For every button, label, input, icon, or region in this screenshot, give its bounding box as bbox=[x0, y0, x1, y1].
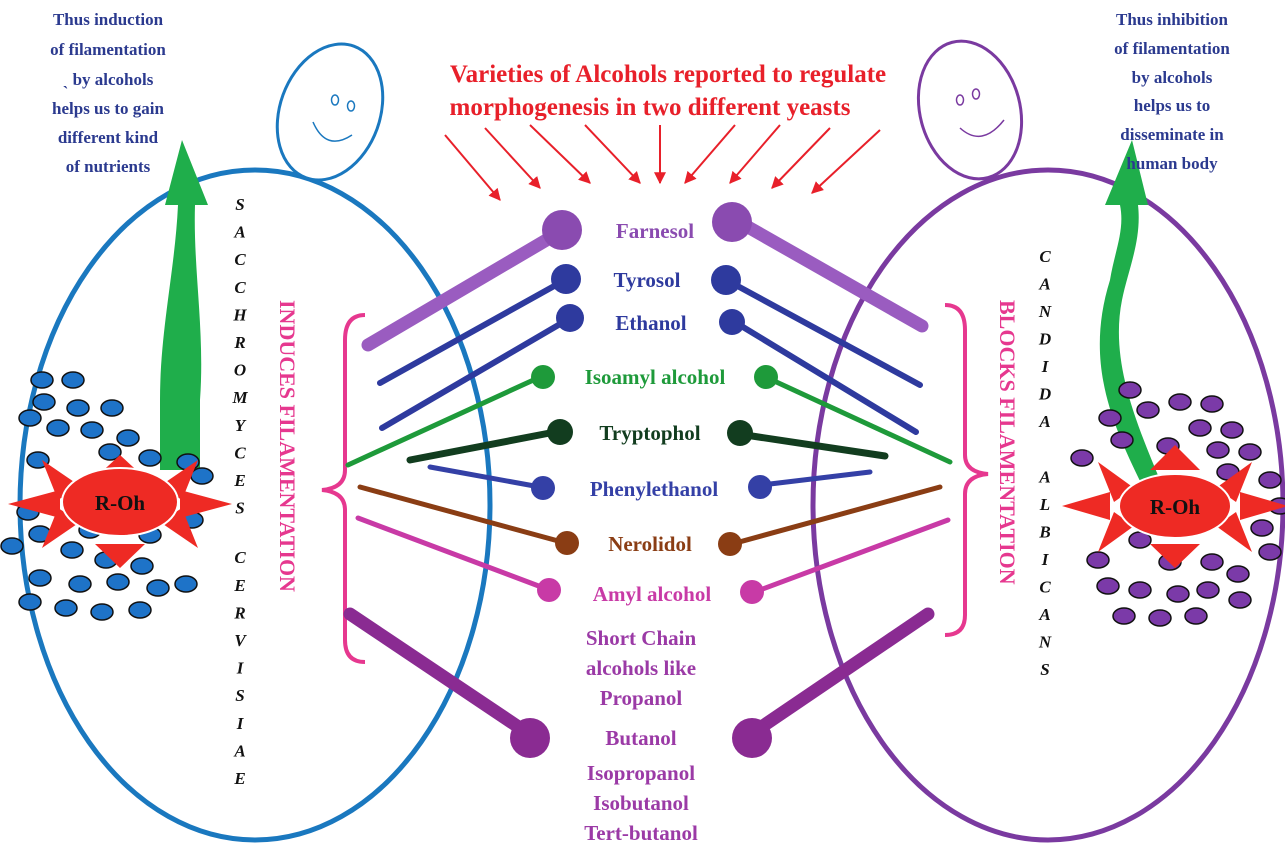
right-note-line: human body bbox=[1126, 154, 1218, 173]
organism-letter: A bbox=[233, 223, 245, 242]
organism-letter: A bbox=[1038, 605, 1050, 624]
organism-letter: A bbox=[1038, 468, 1050, 487]
organism-letter: E bbox=[233, 576, 245, 595]
alcohol-label: Tryptophol bbox=[599, 421, 700, 445]
organism-letter: A bbox=[233, 741, 245, 760]
organism-letter: I bbox=[1041, 357, 1050, 376]
left-note-line: of filamentation bbox=[50, 40, 166, 59]
organism-letter: C bbox=[234, 278, 246, 297]
organism-letter: N bbox=[1038, 302, 1052, 321]
right-green-arrow bbox=[1100, 140, 1160, 485]
organism-letter: S bbox=[235, 686, 244, 705]
diagram-title-line-1: Varieties of Alcohols reported to regula… bbox=[450, 61, 886, 88]
alcohol-label: Farnesol bbox=[616, 219, 694, 243]
alcohol-label: Tyrosol bbox=[614, 268, 681, 292]
organism-letter: E bbox=[233, 769, 245, 788]
left-note-line: helps us to gain bbox=[52, 99, 164, 118]
alcohol-label: Isoamyl alcohol bbox=[585, 365, 726, 389]
short-chain-line: Tert-butanol bbox=[584, 821, 698, 845]
organism-letter: S bbox=[1040, 660, 1049, 679]
right-note-line: of filamentation bbox=[1114, 39, 1230, 58]
organism-letter: S bbox=[235, 499, 244, 518]
short-chain-line: Propanol bbox=[600, 686, 683, 710]
organism-letter: C bbox=[1039, 247, 1051, 266]
left-note-line: different kind bbox=[58, 128, 159, 147]
organism-letter: I bbox=[1041, 550, 1050, 569]
right-band-label: BLOCKS FILAMENTATION bbox=[995, 300, 1020, 585]
organism-letter: B bbox=[1038, 523, 1050, 542]
organism-letter: C bbox=[234, 548, 246, 567]
right-note-line: helps us to bbox=[1134, 96, 1211, 115]
short-chain-line: alcohols like bbox=[586, 656, 696, 680]
organism-letter: I bbox=[236, 714, 245, 733]
organism-letter: O bbox=[234, 361, 246, 380]
right-roh-label: R-Oh bbox=[1150, 495, 1200, 519]
right-bracket bbox=[945, 305, 988, 635]
organism-letter: E bbox=[233, 471, 245, 490]
alcohol-label: Amyl alcohol bbox=[593, 582, 712, 606]
left-note: Thus induction of filamentation ˎ by alc… bbox=[50, 10, 166, 176]
short-chain-list: Short Chain alcohols like Propanol Butan… bbox=[584, 626, 698, 845]
title-arrows bbox=[445, 125, 880, 200]
organism-letter: D bbox=[1038, 330, 1051, 349]
organism-letter: H bbox=[232, 305, 247, 324]
organism-letter: L bbox=[1039, 495, 1050, 514]
short-chain-line: Butanol bbox=[605, 726, 676, 750]
alcohol-labels: Farnesol Tyrosol Ethanol Isoamyl alcohol… bbox=[585, 219, 726, 606]
right-note-line: disseminate in bbox=[1120, 125, 1224, 144]
right-bud-face bbox=[904, 29, 1037, 190]
left-note-line: ˎ by alcohols bbox=[63, 70, 154, 89]
organism-letter: V bbox=[234, 631, 247, 650]
left-band-label: INDUCES FILAMENTATION bbox=[275, 300, 300, 592]
short-chain-line: Short Chain bbox=[586, 626, 697, 650]
organism-letter: S bbox=[235, 195, 244, 214]
organism-letter: D bbox=[1038, 385, 1051, 404]
organism-letter: A bbox=[1038, 275, 1050, 294]
diagram-title-line-2: morphogenesis in two different yeasts bbox=[450, 94, 851, 121]
short-chain-line: Isopropanol bbox=[587, 761, 695, 785]
right-note-line: Thus inhibition bbox=[1116, 10, 1229, 29]
organism-letter: M bbox=[231, 388, 248, 407]
alcohol-label: Ethanol bbox=[615, 311, 686, 335]
organism-letter: Y bbox=[235, 416, 247, 435]
organism-letter: C bbox=[1039, 578, 1051, 597]
left-roh-label: R-Oh bbox=[95, 491, 145, 515]
short-chain-line: Isobutanol bbox=[593, 791, 689, 815]
left-green-arrow bbox=[160, 140, 208, 470]
alcohol-label: Nerolidol bbox=[608, 532, 692, 556]
organism-letter: N bbox=[1038, 633, 1052, 652]
organism-letter: I bbox=[236, 659, 245, 678]
alcohol-label: Phenylethanol bbox=[590, 477, 719, 501]
organism-letter: A bbox=[1038, 412, 1050, 431]
left-note-line: Thus induction bbox=[53, 10, 164, 29]
left-note-line: of nutrients bbox=[66, 157, 151, 176]
organism-letter: C bbox=[234, 443, 246, 462]
organism-letter: R bbox=[233, 333, 245, 352]
organism-letter: R bbox=[233, 603, 245, 622]
organism-letter: C bbox=[234, 250, 246, 269]
right-note-line: by alcohols bbox=[1132, 68, 1213, 87]
